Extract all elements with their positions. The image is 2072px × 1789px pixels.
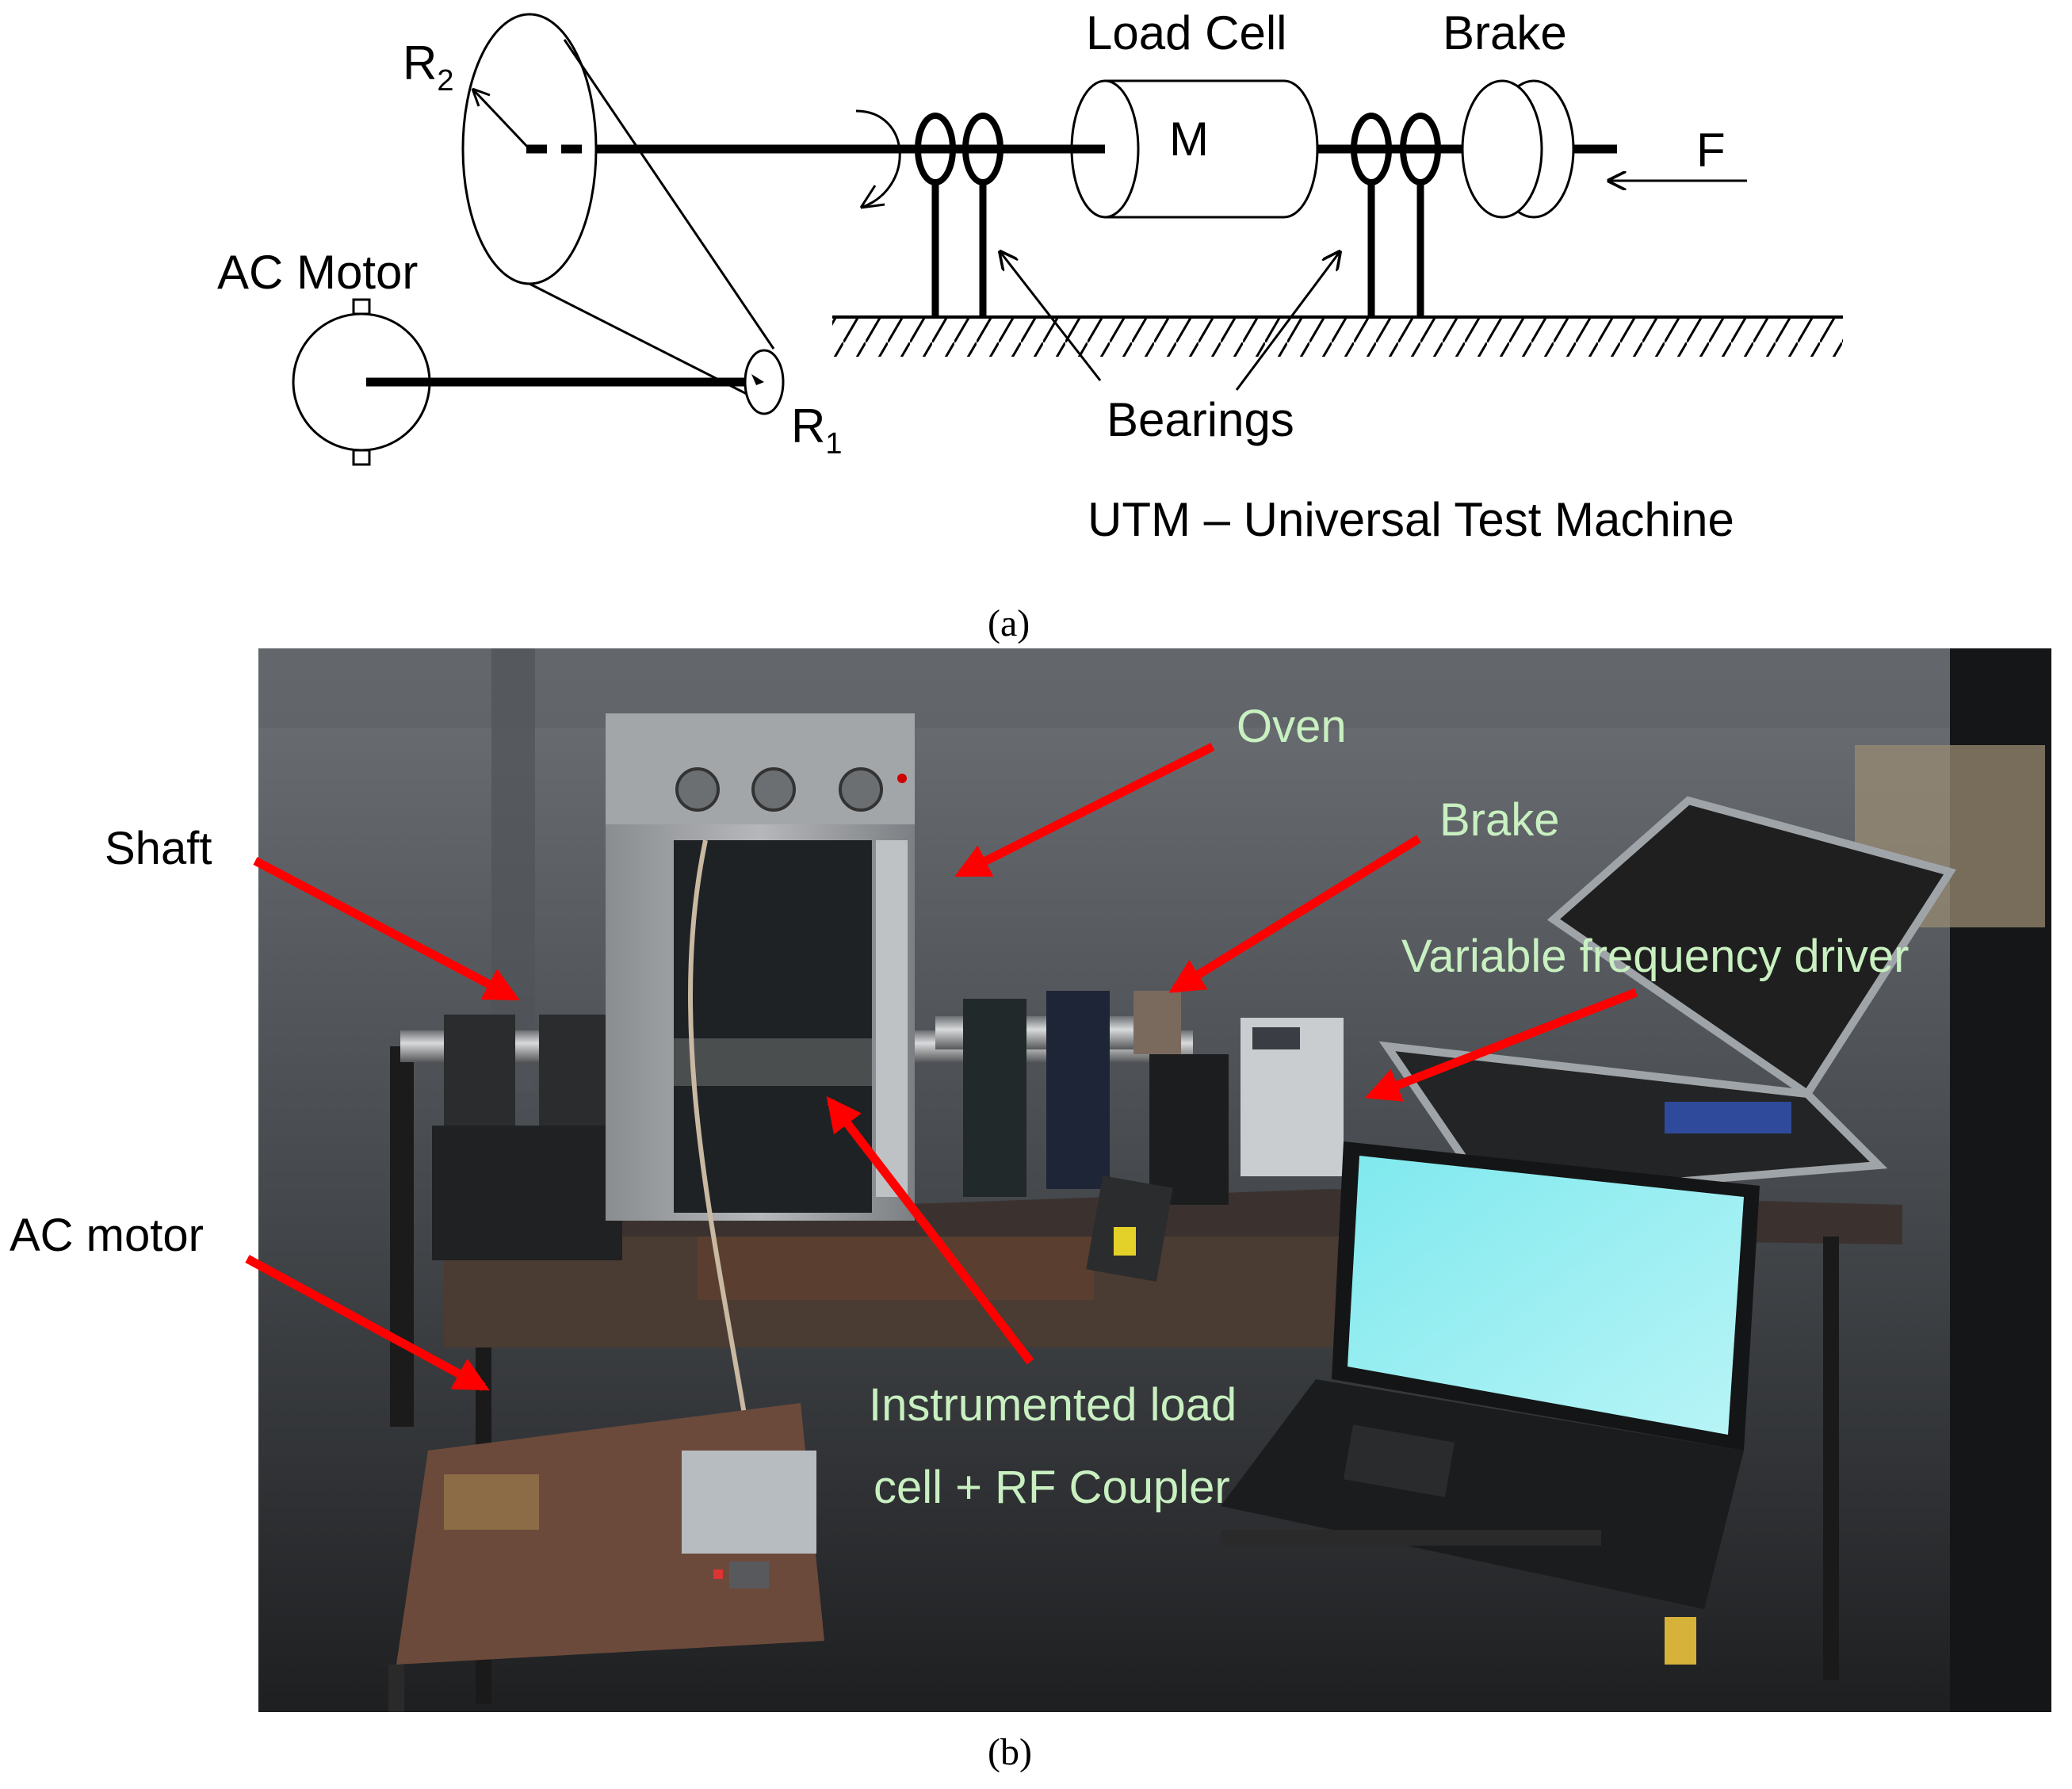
belt-lower: [529, 282, 752, 398]
bearing-left-pair: [915, 113, 1004, 317]
r2-radius-line: [471, 87, 531, 151]
photo-handheld-meter: [1086, 1175, 1173, 1282]
arrow-ac-motor: [245, 1255, 490, 1391]
ground-hatching: [832, 315, 1843, 357]
drive-belt: [390, 1046, 414, 1427]
small-pulley: [744, 349, 785, 415]
r1-label: R1: [791, 399, 842, 461]
label-brake: Brake: [1439, 794, 1560, 846]
label-load-cell-line1: Instrumented load: [869, 1379, 1237, 1431]
label-shaft: Shaft: [105, 823, 212, 874]
label-vfd: Variable frequency driver: [1401, 931, 1909, 982]
r2-label: R2: [403, 36, 453, 97]
bearings-label: Bearings: [1107, 393, 1294, 446]
arrow-load-cell: [826, 1096, 1034, 1365]
ac-motor-label: AC Motor: [217, 246, 418, 299]
panel-b-caption: (b): [988, 1731, 1032, 1773]
panel-a-caption: (a): [988, 602, 1030, 644]
utm-label: UTM – Universal Test Machine: [1088, 493, 1734, 546]
arrow-brake: [1168, 835, 1421, 993]
arrow-shaft: [253, 857, 520, 1001]
arrow-vfd: [1364, 988, 1638, 1102]
photo-laptop: [1221, 1141, 1760, 1609]
photo-vfd: [1241, 1018, 1344, 1176]
panel-b-photo: Oven Brake Shaft Variable frequency driv…: [10, 648, 2051, 1712]
belt-upper: [563, 39, 775, 350]
brake-discs: [1461, 79, 1575, 219]
brake-label: Brake: [1443, 6, 1567, 59]
load-cell-label: Load Cell: [1086, 6, 1287, 59]
panel-a-schematic: M: [217, 6, 1843, 644]
photo-annotation-arrows: [245, 743, 1638, 1391]
mass-label: M: [1169, 113, 1209, 166]
photo-rf-coupler-box: [682, 1451, 816, 1588]
label-load-cell-line2: cell + RF Coupler: [874, 1462, 1230, 1513]
bearing-pointer-right: [1235, 252, 1340, 391]
photo-bearing-blocks-right: [963, 991, 1229, 1205]
ac-motor-symbol: [292, 298, 770, 466]
label-oven: Oven: [1237, 701, 1347, 752]
bearing-right-pair: [1351, 113, 1441, 317]
label-ac-motor: AC motor: [10, 1210, 204, 1261]
force-label: F: [1696, 124, 1726, 177]
arrow-oven: [954, 743, 1215, 877]
photo-cable: [688, 839, 747, 1420]
load-cell-cylinder: M: [1070, 79, 1319, 219]
photo-oven: [606, 713, 915, 1221]
bearing-pointer-left: [1000, 252, 1102, 381]
rotation-arrow-icon: [855, 109, 901, 209]
